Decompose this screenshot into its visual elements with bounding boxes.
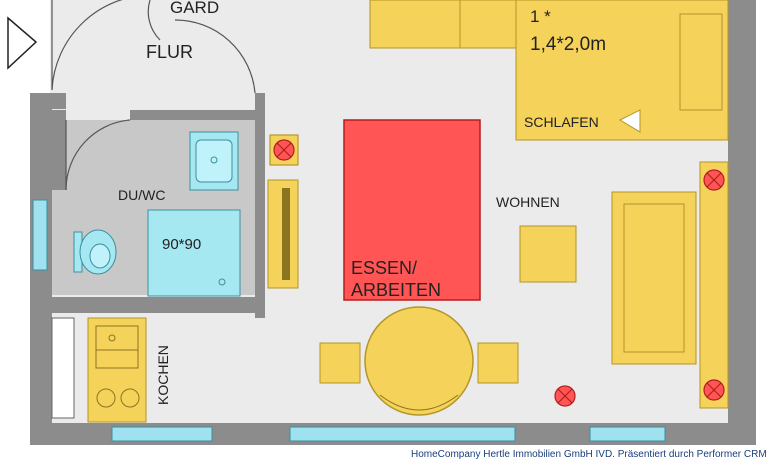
room-labels: GARD FLUR DU/WC 90*90 WOHNEN ESSEN/ ARBE… [118, 0, 606, 405]
window-bottom-1 [111, 426, 213, 442]
footer-credit: HomeCompany Hertle Immobilien GmbH IVD. … [411, 449, 767, 460]
door-entrance-arc [51, 0, 123, 91]
wall-bath-left [52, 110, 66, 190]
round-table-chair-bottom [379, 394, 459, 411]
kitchen-sink [95, 325, 139, 369]
wall-flur-top [30, 93, 66, 109]
kitchen [51, 317, 147, 423]
wardrobe-top [369, 0, 517, 49]
chair-right [477, 342, 519, 384]
label-dining-1: ESSEN/ [351, 258, 417, 278]
side-table [699, 161, 729, 409]
round-table [364, 306, 474, 416]
label-bath: DU/WC [118, 187, 165, 203]
label-garderobe: GARD [170, 0, 219, 17]
label-living: WOHNEN [496, 194, 560, 210]
label-shower-size: 90*90 [162, 236, 201, 253]
lamp-icon [554, 385, 576, 407]
label-bed-size: 1,4*2,0m [530, 34, 606, 55]
nightstand [679, 13, 723, 111]
hob-left [96, 388, 116, 408]
window-bottom-3 [589, 426, 666, 442]
label-flur: FLUR [146, 42, 193, 62]
fridge [51, 317, 75, 419]
window-bath [32, 199, 48, 271]
doors [51, 0, 256, 191]
round-table-group [319, 306, 519, 416]
wall-kitchen-right [255, 313, 265, 318]
wall-bath-bottom [30, 297, 265, 313]
entrance-arrow-icon [7, 16, 38, 70]
shower-drain [218, 278, 226, 286]
windows [32, 199, 666, 442]
coffee-table [519, 225, 577, 283]
label-bed-count: 1 * [530, 7, 551, 26]
wall-bath-top [130, 110, 260, 120]
kitchen-tap [108, 334, 116, 342]
wall-bath-right [255, 93, 265, 318]
bed-sheet-fold [618, 109, 641, 133]
footer-credit-bg [408, 445, 768, 460]
cabinet [267, 179, 299, 289]
wall-outer-right [728, 0, 756, 445]
window-bottom-2 [289, 426, 516, 442]
sink-basin [195, 139, 233, 183]
label-kitchen: KOCHEN [155, 345, 171, 405]
hob-right [120, 388, 140, 408]
sofa [611, 161, 729, 409]
bath-fixtures [73, 131, 241, 297]
shower-tray [147, 209, 241, 297]
dining-table [343, 119, 481, 301]
bedroom [369, 0, 729, 141]
label-dining-2: ARBEITEN [351, 280, 441, 300]
chair-left [319, 342, 361, 384]
label-sleeping: SCHLAFEN [524, 114, 599, 130]
sofa-seat [623, 203, 685, 353]
cabinet-inner [282, 188, 290, 280]
door-flur-arc [174, 19, 256, 94]
lamp-icon [269, 134, 299, 166]
door-bath-arc [65, 119, 131, 191]
toilet-seat [89, 243, 111, 269]
lamp-icon [703, 379, 725, 401]
door-gard-arc [147, 0, 161, 41]
lamps [269, 134, 725, 407]
sink-drain [210, 156, 218, 164]
lamp-icon [703, 169, 725, 191]
